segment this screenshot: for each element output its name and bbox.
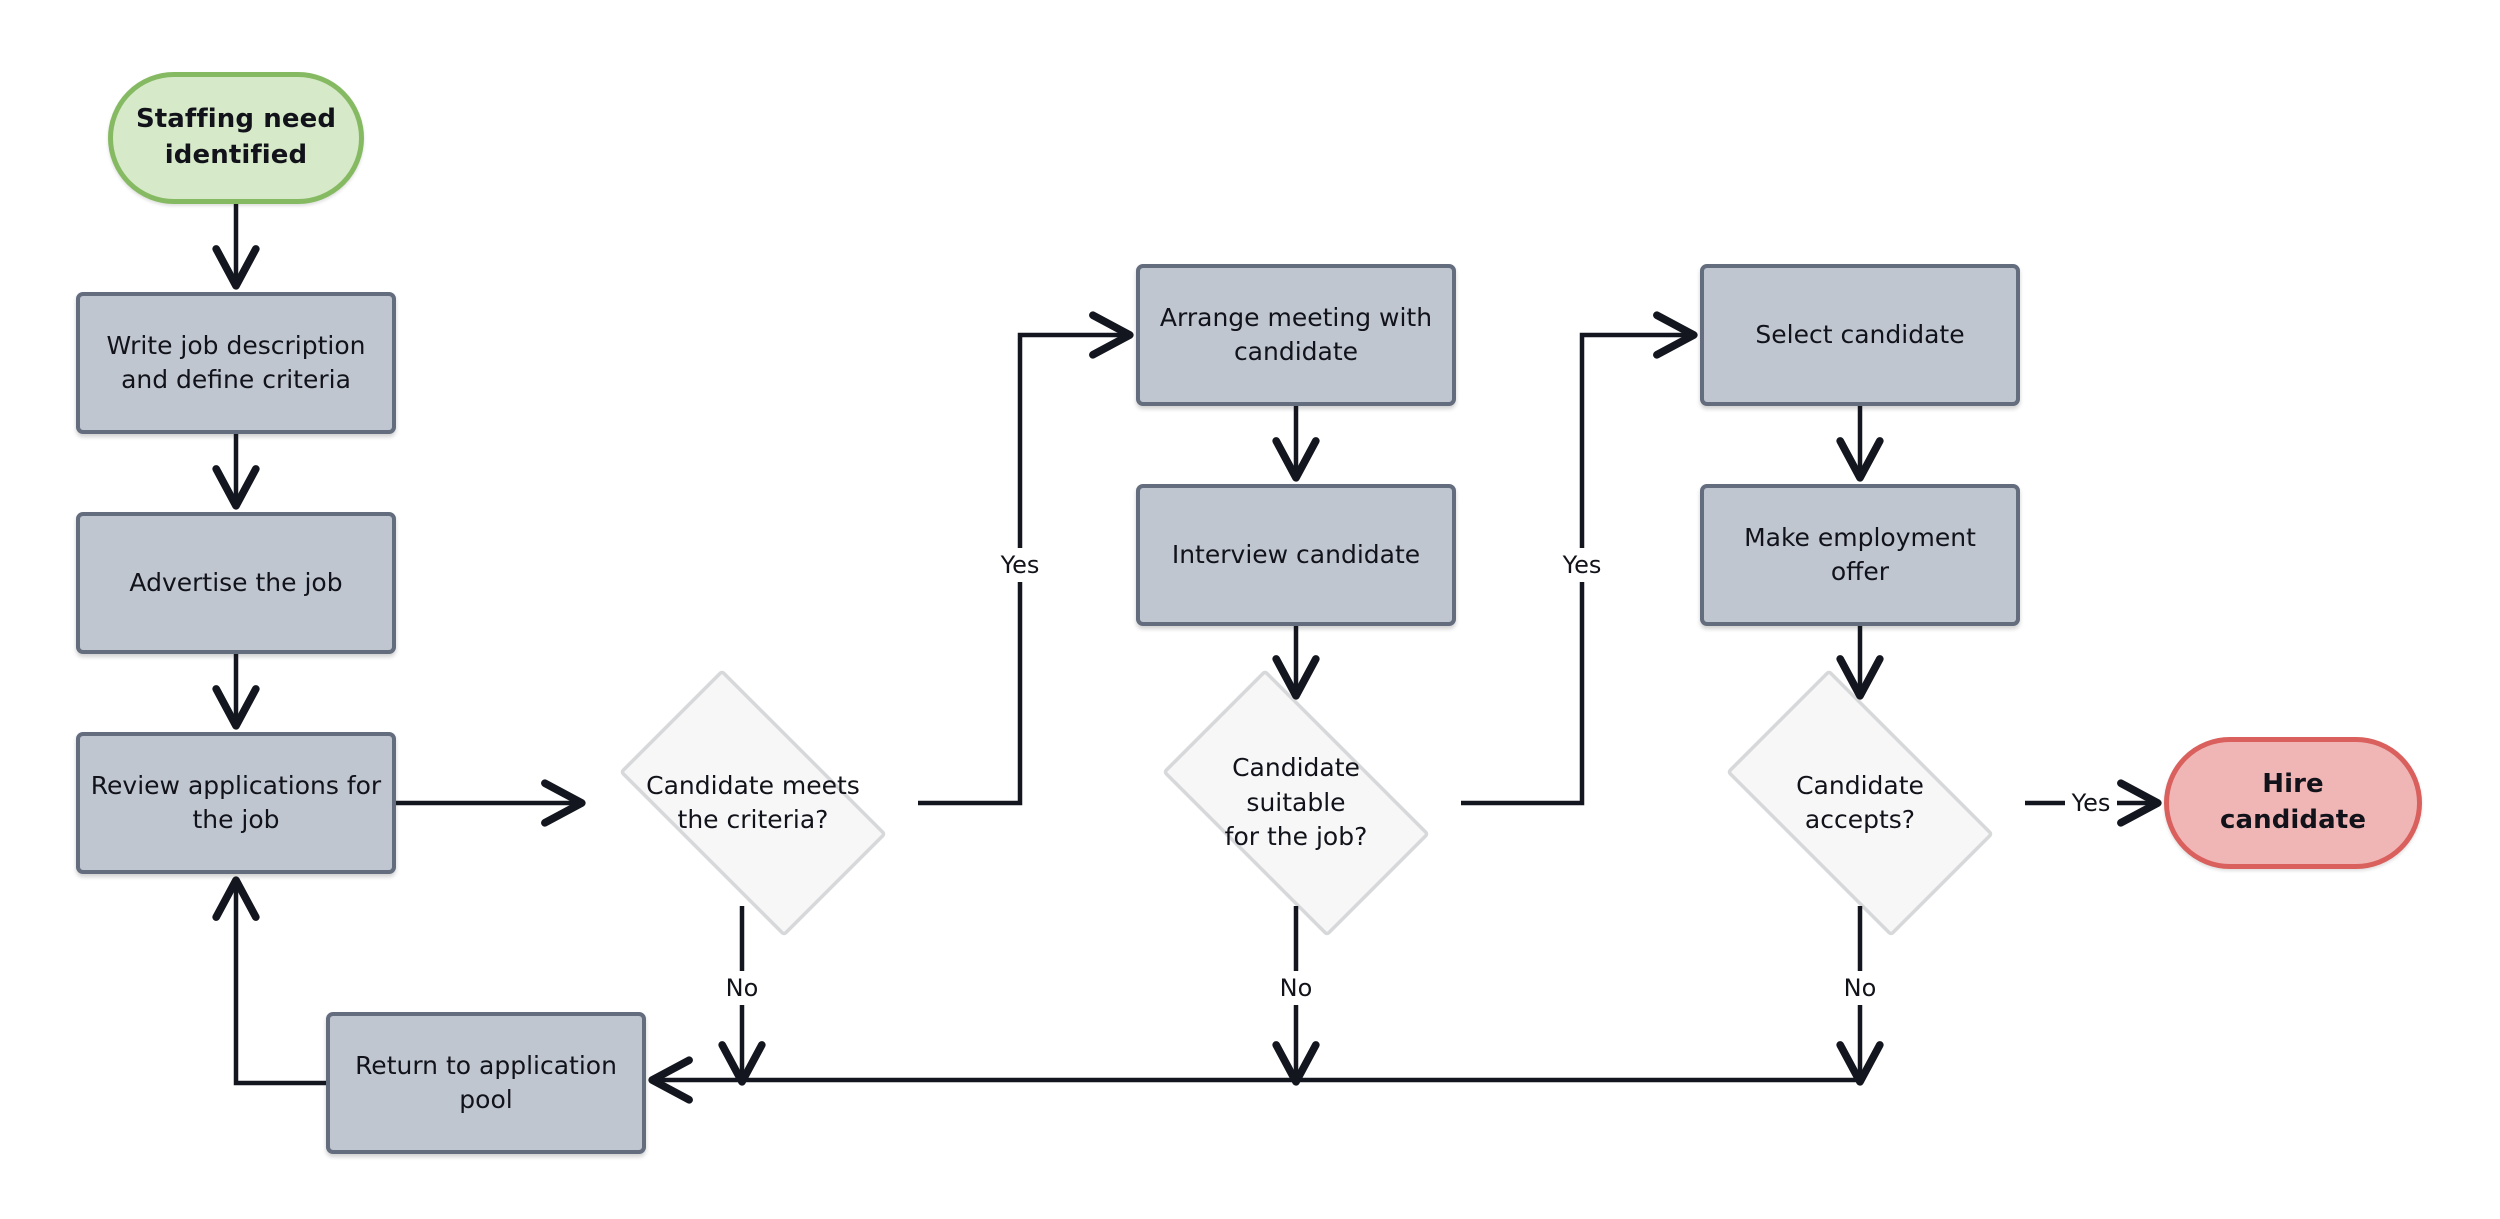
edge-label-lbl_yes_3: Yes <box>2064 786 2118 820</box>
node-label-select_candidate: Select candidate <box>1755 319 1965 349</box>
node-interview[interactable]: Interview candidate <box>1136 484 1456 626</box>
edge-label-lbl_no_3: No <box>1836 971 1884 1005</box>
node-select_candidate[interactable]: Select candidate <box>1700 264 2020 406</box>
edge-return_pool-to-review_apps <box>212 876 326 1086</box>
edge-label-lbl_yes_2: Yes <box>1555 548 1609 582</box>
edge-label-lbl_no_1: No <box>718 971 766 1005</box>
node-label-advertise: Advertise the job <box>129 567 343 597</box>
node-label-interview: Interview candidate <box>1171 539 1421 569</box>
edge-label-lbl_yes_1: Yes <box>993 548 1047 582</box>
node-advertise[interactable]: Advertise the job <box>76 512 396 654</box>
edge-label-lbl_no_2: No <box>1272 971 1320 1005</box>
